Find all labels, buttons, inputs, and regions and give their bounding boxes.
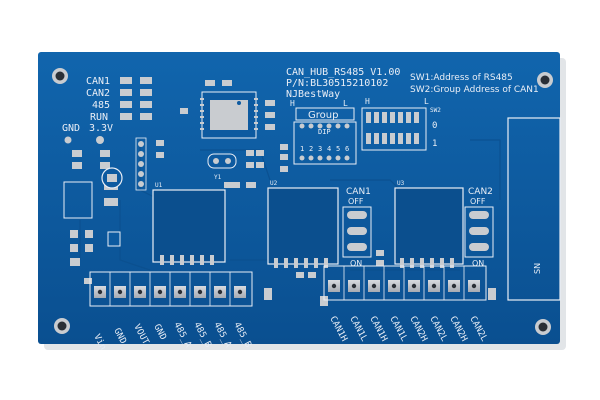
terminal-hole: [197, 289, 203, 295]
crystal: Y1: [207, 153, 237, 181]
group-label: Group: [308, 110, 338, 121]
dip-number: 2: [309, 145, 313, 153]
mcu-side-parts: [180, 80, 288, 172]
crystal-ref: Y1: [214, 174, 222, 181]
ic-ref: U3: [397, 180, 405, 187]
board-title: CAN_HUB_RS485 V1.00: [286, 67, 400, 78]
capacitor-pad: [107, 174, 117, 182]
led-array: [120, 77, 152, 120]
ic-u3: U3: [394, 180, 464, 268]
board-part-number: P/N:BL30515210102: [286, 78, 388, 89]
can1-switch-on: ON: [350, 259, 362, 268]
gnd-label: GND: [62, 123, 80, 134]
can2-switch-on: ON: [472, 259, 484, 268]
can1-switch-off: OFF: [348, 197, 364, 206]
can2-switch-off: OFF: [470, 197, 486, 206]
dip-number: 1: [300, 145, 304, 153]
sw2-note: SW2:Group Address of CAN1: [410, 85, 539, 95]
terminal-hole: [177, 289, 183, 295]
dip-number: 4: [327, 145, 331, 153]
terminal-hole: [217, 289, 223, 295]
terminal-hole: [97, 289, 103, 295]
ic-ref: U2: [270, 180, 278, 187]
led-label-can1: CAN1: [86, 76, 110, 87]
mounting-holes: [52, 68, 553, 335]
resistor: [246, 182, 256, 188]
test-point: [96, 136, 104, 144]
terminal-hole: [451, 283, 457, 289]
dip-switch-group: Group H L DIP 1 2 3 4 5 6: [290, 99, 357, 165]
dip-number: 6: [345, 145, 349, 153]
sw1-l-label: L: [343, 99, 348, 108]
sw1-h-label: H: [290, 99, 295, 108]
board-brand: NJBestWay: [286, 89, 340, 100]
terminal-hole: [237, 289, 243, 295]
ic-u2: U2: [267, 180, 339, 268]
terminal-hole: [351, 283, 357, 289]
sw2-h-label: H: [365, 97, 370, 106]
ic-ref: U1: [155, 182, 163, 189]
led-label-485: 485: [92, 100, 110, 111]
terminal-block-can: [323, 265, 487, 301]
board-title-block: CAN_HUB_RS485 V1.00 P/N:BL30515210102 NJ…: [286, 67, 400, 100]
sw1-note: SW1:Address of RS485: [410, 73, 513, 83]
can1-switch-title: CAN1: [346, 187, 371, 197]
sw2-ref: SW2: [430, 107, 441, 114]
v33-label: 3.3V: [89, 123, 113, 134]
terminal-block-outline: [89, 271, 253, 307]
led-label-can2: CAN2: [86, 88, 110, 99]
terminal-hole: [371, 283, 377, 289]
dip-number: 3: [318, 145, 322, 153]
resistor: [224, 182, 240, 188]
dip-number: 5: [336, 145, 340, 153]
can2-termination-switch: CAN2 OFF ON: [464, 187, 494, 268]
sw2-zero-label: 0: [432, 121, 437, 131]
terminal-block-outline: [323, 265, 487, 301]
sw2-l-label: L: [424, 97, 429, 106]
terminal-hole: [411, 283, 417, 289]
ic-u1: U1: [152, 182, 226, 265]
can2-switch-title: CAN2: [468, 187, 493, 197]
led-label-run: RUN: [90, 112, 108, 123]
terminal-hole: [431, 283, 437, 289]
terminal-hole: [331, 283, 337, 289]
test-point: [64, 136, 72, 144]
terminal-hole: [471, 283, 477, 289]
sn-label: SN: [533, 263, 542, 274]
dip-label: DIP: [318, 128, 331, 136]
terminal-hole: [391, 283, 397, 289]
terminal-block-power-rs485: [89, 271, 253, 307]
sw2-one-label: 1: [432, 139, 437, 149]
led-labels: CAN1 CAN2 485 RUN GND 3.3V: [62, 76, 113, 134]
can1-termination-switch: CAN1 OFF ON: [342, 187, 372, 268]
terminal-side-parts: [84, 250, 496, 306]
header-pins: [135, 137, 164, 191]
terminal-hole: [157, 289, 163, 295]
switch-notes: SW1:Address of RS485 SW2:Group Address o…: [410, 73, 539, 95]
terminal-hole: [137, 289, 143, 295]
dip-switch-address: H L 0 1 SW2: [361, 97, 441, 151]
terminal-hole: [117, 289, 123, 295]
mcu-chip: [200, 91, 258, 139]
serial-number-box: SN: [507, 117, 561, 301]
